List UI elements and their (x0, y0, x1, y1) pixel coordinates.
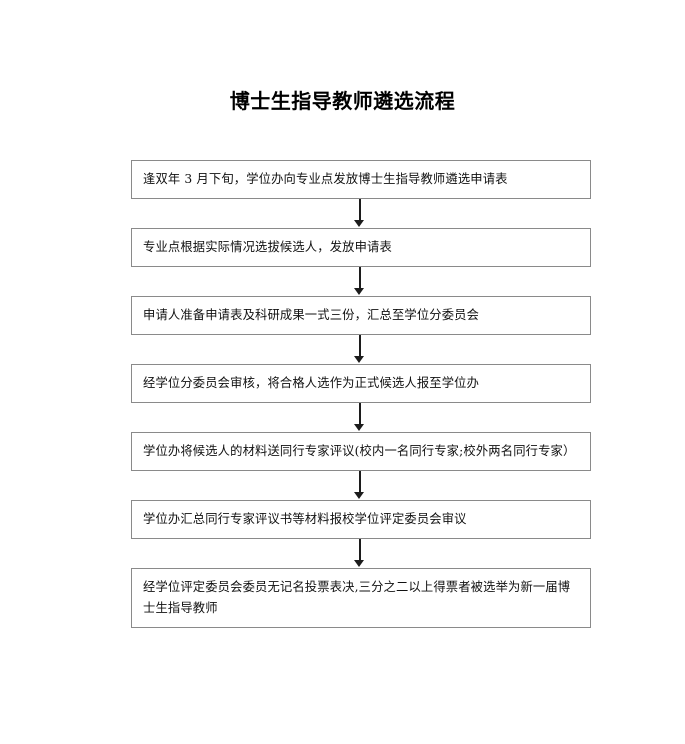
arrow-stem (359, 199, 361, 222)
arrow-down-icon-1 (131, 199, 591, 228)
arrow-head (354, 424, 364, 431)
flow-step-4: 经学位分委员会审核，将合格人选作为正式候选人报至学位办 (131, 364, 591, 403)
process-box-4: 经学位分委员会审核，将合格人选作为正式候选人报至学位办 (131, 364, 591, 403)
arrow-stem (359, 267, 361, 290)
arrow-down-icon-2 (131, 267, 591, 296)
process-box-6: 学位办汇总同行专家评议书等材料报校学位评定委员会审议 (131, 500, 591, 539)
arrow-stem (359, 471, 361, 494)
arrow-head (354, 220, 364, 227)
flow-step-1: 逢双年 3 月下旬，学位办向专业点发放博士生指导教师遴选申请表 (131, 160, 591, 199)
arrow-down-icon-4 (131, 403, 591, 432)
arrow-head (354, 560, 364, 567)
arrow-stem (359, 539, 361, 562)
process-box-3: 申请人准备申请表及科研成果一式三份，汇总至学位分委员会 (131, 296, 591, 335)
flow-step-2: 专业点根据实际情况选拔候选人，发放申请表 (131, 228, 591, 267)
flow-step-7: 经学位评定委员会委员无记名投票表决,三分之二以上得票者被选举为新一届博士生指导教… (131, 568, 591, 628)
flow-step-5: 学位办将候选人的材料送同行专家评议(校内一名同行专家;校外两名同行专家） (131, 432, 591, 471)
flow-step-6: 学位办汇总同行专家评议书等材料报校学位评定委员会审议 (131, 500, 591, 539)
arrow-head (354, 288, 364, 295)
process-box-2: 专业点根据实际情况选拔候选人，发放申请表 (131, 228, 591, 267)
process-box-1: 逢双年 3 月下旬，学位办向专业点发放博士生指导教师遴选申请表 (131, 160, 591, 199)
page-title: 博士生指导教师遴选流程 (229, 89, 456, 113)
arrow-down-icon-3 (131, 335, 591, 364)
arrow-head (354, 492, 364, 499)
process-box-5: 学位办将候选人的材料送同行专家评议(校内一名同行专家;校外两名同行专家） (131, 432, 591, 471)
process-box-7: 经学位评定委员会委员无记名投票表决,三分之二以上得票者被选举为新一届博士生指导教… (131, 568, 591, 628)
arrow-down-icon-5 (131, 471, 591, 500)
flow-step-3: 申请人准备申请表及科研成果一式三份，汇总至学位分委员会 (131, 296, 591, 335)
flowchart: 逢双年 3 月下旬，学位办向专业点发放博士生指导教师遴选申请表 专业点根据实际情… (131, 160, 591, 628)
arrow-stem (359, 335, 361, 358)
arrow-down-icon-6 (131, 539, 591, 568)
arrow-head (354, 356, 364, 363)
arrow-stem (359, 403, 361, 426)
